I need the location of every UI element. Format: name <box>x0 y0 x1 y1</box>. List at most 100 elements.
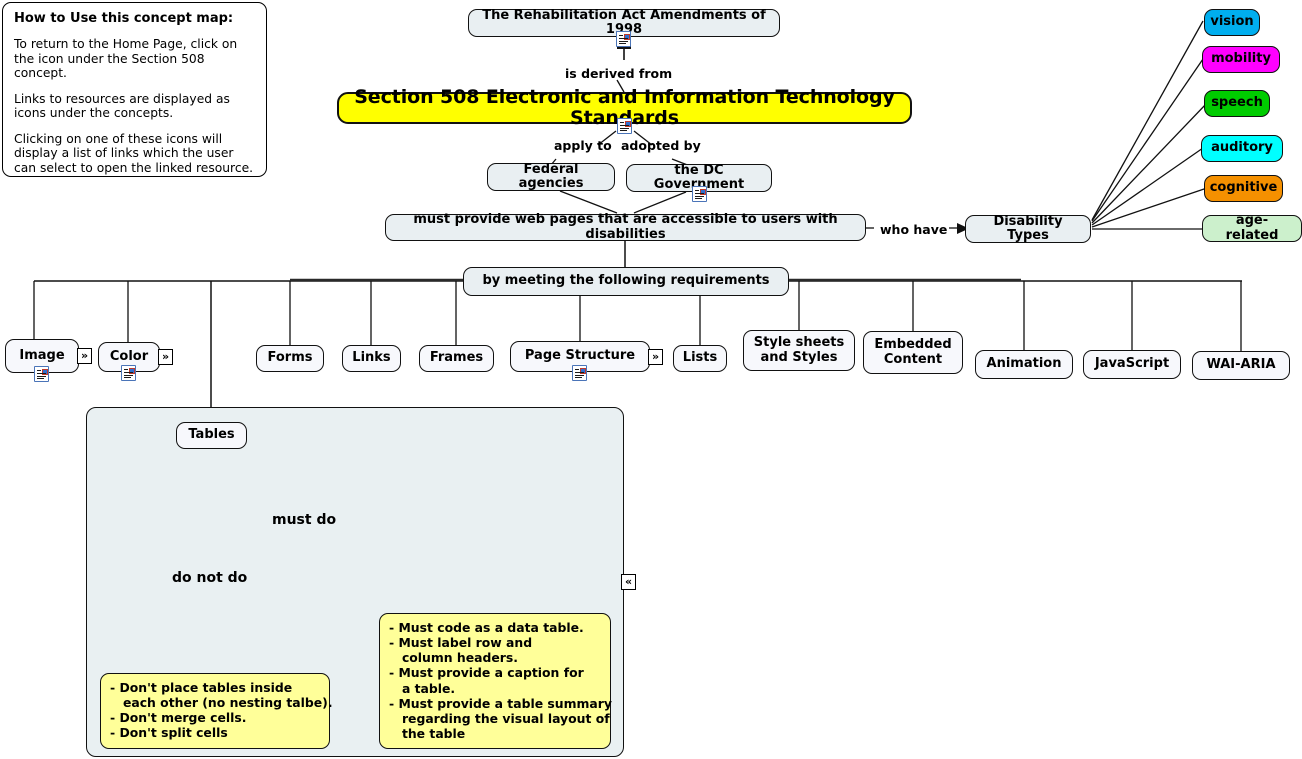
node-disability-mobility[interactable]: mobility <box>1202 46 1280 73</box>
resource-icon-line-3 <box>620 127 629 129</box>
node-must-provide-accessible-pages[interactable]: must provide web pages that are accessib… <box>385 212 866 242</box>
link-label-adopted-by: adopted by <box>621 138 701 153</box>
resource-icon-part-l3 <box>575 374 584 376</box>
node-dc-government[interactable]: the DC Government <box>626 163 772 192</box>
resource-icon-line-1 <box>695 190 699 191</box>
node-disability-auditory[interactable]: auditory <box>1201 135 1283 162</box>
expand-button-page-structure[interactable]: » <box>648 349 663 365</box>
resource-icon-part-thumb <box>42 369 48 375</box>
resource-icon-line-1 <box>620 122 624 123</box>
note-line: - Must provide a table summary <box>389 695 612 711</box>
node-label: Embedded Content <box>874 336 952 367</box>
link-label-is-derived-from: is derived from <box>565 66 673 81</box>
node-label: The Rehabilitation Act Amendments of 199… <box>482 7 766 37</box>
node-by-meeting-requirements[interactable]: by meeting the following requirements <box>463 267 789 296</box>
node-label: by meeting the following requirements <box>482 273 770 289</box>
note-line: a table. <box>389 680 456 696</box>
node-label: must provide web pages that are accessib… <box>413 212 838 242</box>
home-icon-thumbnail <box>624 34 630 40</box>
node-label: Style sheets and Styles <box>753 334 845 365</box>
node-label: Federal agencies <box>518 161 584 191</box>
resource-icon-image[interactable] <box>34 366 49 382</box>
node-disability-speech[interactable]: speech <box>1204 90 1270 117</box>
node-requirement-style-sheets-and-styles[interactable]: Style sheets and Styles <box>743 330 855 371</box>
resource-icon-part-l4 <box>575 377 582 378</box>
note-do-not-do[interactable]: - Don't place tables inside each other (… <box>100 673 333 749</box>
resource-icon-part-l3 <box>37 375 46 377</box>
resource-icon-line-2 <box>695 193 704 194</box>
node-label: Image <box>19 347 65 363</box>
note-line: - Don't merge cells. <box>110 710 247 726</box>
node-requirement-javascript[interactable]: JavaScript <box>1083 350 1181 379</box>
node-requirement-color[interactable]: Color <box>98 342 160 372</box>
resource-icon-part-thumb <box>129 368 135 374</box>
resource-icon-part-l4 <box>124 377 131 378</box>
node-requirement-embedded-content[interactable]: Embedded Content <box>863 331 963 374</box>
instructions-title: How to Use this concept map: <box>14 11 234 26</box>
resource-icon-part-l1 <box>124 369 128 370</box>
node-requirement-frames[interactable]: Frames <box>419 345 494 372</box>
note-line: column headers. <box>389 650 518 666</box>
node-requirement-links[interactable]: Links <box>342 345 401 372</box>
note-must-do[interactable]: - Must code as a data table. - Must labe… <box>379 613 612 749</box>
node-federal-agencies[interactable]: Federal agencies <box>487 161 615 191</box>
note-line: - Must provide a caption for <box>389 665 584 681</box>
link-label-apply-to: apply to <box>554 138 612 153</box>
resource-icon-part-l3 <box>124 374 133 376</box>
node-label: mobility <box>1211 51 1271 67</box>
node-requirement-forms[interactable]: Forms <box>256 345 324 372</box>
node-label: Animation <box>986 356 1062 372</box>
note-line: - Don't place tables inside <box>110 680 293 695</box>
node-label: Frames <box>429 350 484 366</box>
node-requirement-lists[interactable]: Lists <box>673 345 727 372</box>
resource-icon-thumbnail <box>625 121 631 127</box>
instructions-panel: How to Use this concept map: To return t… <box>2 2 267 177</box>
node-requirement-wai-aria[interactable]: WAI-ARIA <box>1192 351 1290 380</box>
node-label: Disability Types <box>993 213 1063 243</box>
expand-button-image[interactable]: » <box>77 348 92 364</box>
node-label: Lists <box>682 350 718 366</box>
resource-icon-color[interactable] <box>121 365 136 381</box>
node-label: Page Structure <box>524 348 636 364</box>
node-label: Links <box>352 350 391 366</box>
note-line: the table <box>389 725 466 741</box>
node-label: age-related <box>1225 213 1279 243</box>
note-line: - Must label row and <box>389 635 533 651</box>
resource-icon-part-l2 <box>37 373 46 374</box>
home-icon[interactable] <box>616 31 631 47</box>
resource-icon-section-508[interactable] <box>617 118 632 134</box>
node-label: Color <box>109 348 149 364</box>
node-label: speech <box>1211 95 1263 111</box>
collapse-submap-button[interactable]: « <box>621 574 636 590</box>
note-line: - Don't split cells <box>110 725 228 741</box>
node-tables[interactable]: Tables <box>176 422 247 449</box>
node-label: auditory <box>1211 140 1273 156</box>
node-requirement-animation[interactable]: Animation <box>975 350 1073 379</box>
home-icon-line-4 <box>619 43 626 44</box>
note-line: - Must code as a data table. <box>389 620 584 635</box>
home-icon-line-2 <box>619 38 628 39</box>
resource-icon-thumbnail <box>700 189 706 195</box>
node-disability-vision[interactable]: vision <box>1204 9 1260 36</box>
expand-button-color[interactable]: » <box>158 349 173 365</box>
note-line: regarding the visual layout of <box>389 710 610 726</box>
node-disability-age-related[interactable]: age-related <box>1202 213 1302 243</box>
node-disability-types[interactable]: Disability Types <box>965 213 1091 243</box>
home-icon-line-3 <box>619 40 628 42</box>
node-disability-cognitive[interactable]: cognitive <box>1204 175 1283 202</box>
link-label-do-not-do: do not do <box>172 570 248 586</box>
resource-icon-line-4 <box>620 130 627 131</box>
node-label: Forms <box>267 350 313 366</box>
resource-icon-part-l4 <box>37 378 44 379</box>
node-label: vision <box>1210 14 1254 30</box>
link-label-who-have: who have <box>880 222 948 237</box>
node-label: Tables <box>188 427 235 443</box>
resource-icon-part-thumb <box>580 368 586 374</box>
resource-icon-part-l1 <box>37 370 41 371</box>
resource-icon-line-2 <box>620 125 629 126</box>
resource-icon-line-4 <box>695 198 702 199</box>
resource-icon-dc-government[interactable] <box>692 186 707 202</box>
resource-icon-page-structure[interactable] <box>572 365 587 381</box>
node-label: cognitive <box>1209 180 1278 196</box>
instructions-paragraph-2: Links to resources are displayed as icon… <box>14 91 230 121</box>
